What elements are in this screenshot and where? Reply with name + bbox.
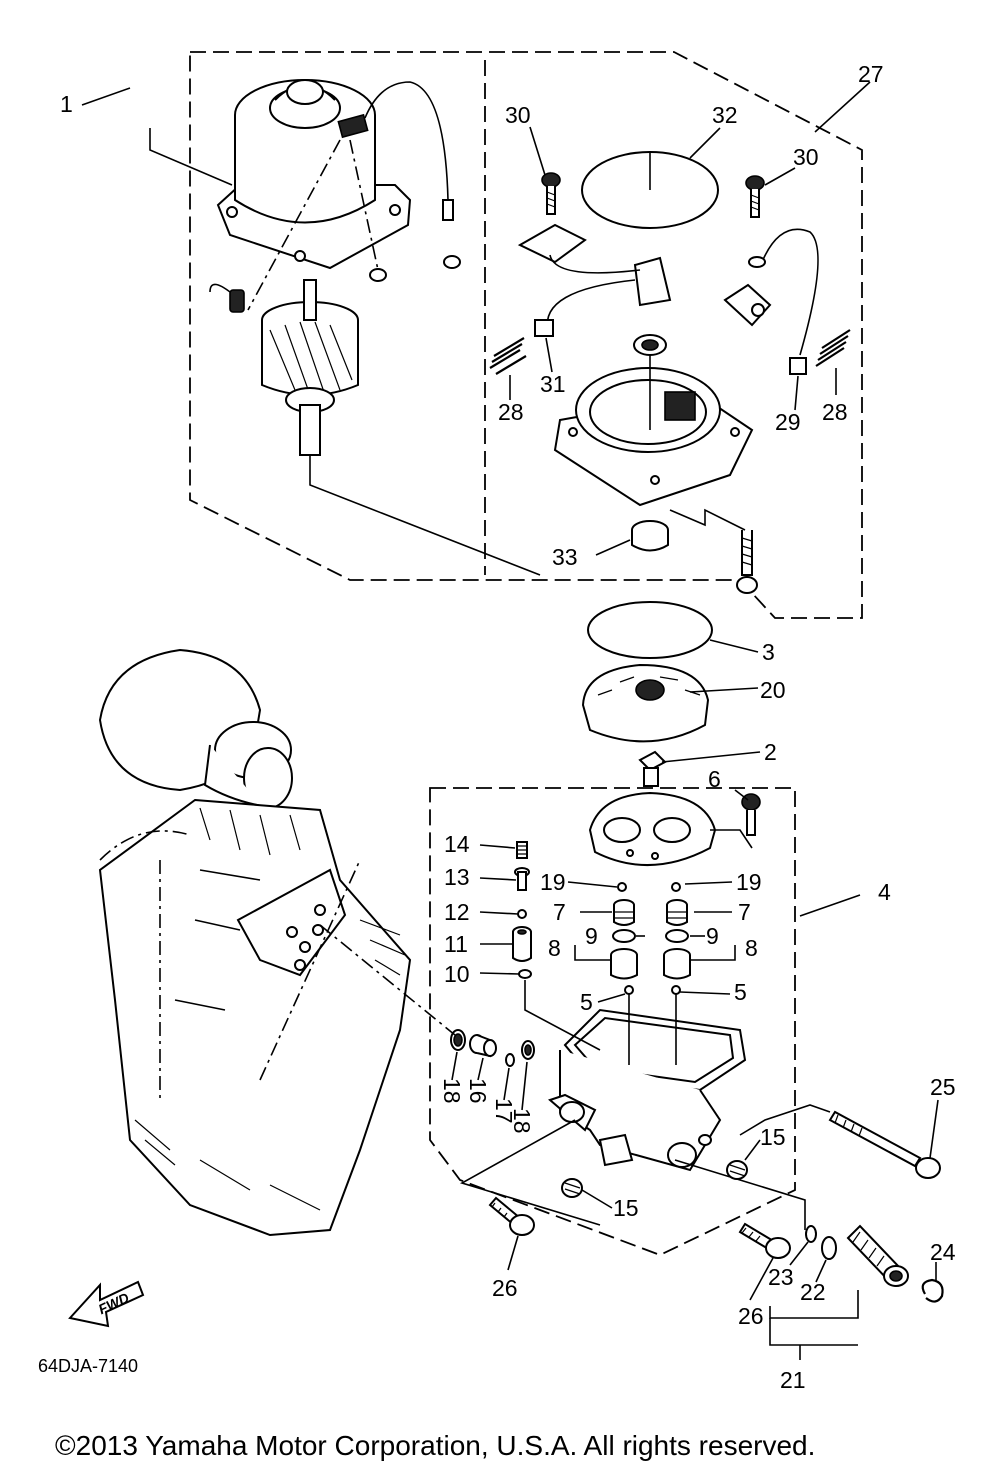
o-ring-22 (821, 1236, 837, 1260)
tilt-trim-unit (98, 648, 412, 1237)
pump-plate-20 (581, 663, 710, 743)
callout-26-right: 26 (738, 1303, 764, 1329)
callout-29: 29 (775, 409, 801, 435)
fwd-arrow-icon: FWD (68, 1280, 145, 1328)
callout-8-left: 8 (548, 935, 561, 961)
circlip-24 (921, 1278, 944, 1303)
end-cover (553, 334, 754, 507)
wire-terminal (442, 199, 454, 221)
callout-6: 6 (708, 766, 721, 792)
ball-19-left (617, 882, 627, 892)
callout-3: 3 (762, 639, 775, 665)
valve-body-8-right (663, 948, 691, 980)
valve-body-8-left (610, 948, 638, 980)
callout-22: 22 (800, 1279, 826, 1305)
ball-5-left (624, 985, 634, 995)
callout-11: 11 (444, 931, 468, 957)
callout-16: 16 (465, 1078, 491, 1104)
callout-8-right: 8 (745, 935, 758, 961)
callout-19-right: 19 (736, 869, 762, 895)
callout-10: 10 (444, 961, 470, 987)
callout-21: 21 (780, 1367, 806, 1393)
callout-1: 1 (60, 91, 73, 117)
callout-15-right: 15 (760, 1124, 786, 1150)
callout-19-left: 19 (540, 869, 566, 895)
callout-24: 24 (930, 1239, 956, 1265)
motor-housing (216, 79, 412, 270)
bolt-26-right (738, 1222, 791, 1259)
bolt-26-left (488, 1196, 535, 1236)
ball-12 (517, 909, 527, 919)
callout-7-right: 7 (738, 899, 751, 925)
diagram-code: 64DJA-7140 (38, 1356, 138, 1376)
callout-33: 33 (552, 544, 578, 570)
callout-31: 31 (540, 371, 566, 397)
plug-15-lower (561, 1178, 583, 1198)
callout-4: 4 (878, 879, 891, 905)
plug-15-right (726, 1160, 748, 1180)
bushing-33 (631, 520, 669, 552)
callout-18-right: 18 (509, 1108, 535, 1134)
bolt-long-upper (736, 530, 758, 594)
plug-14 (516, 841, 528, 859)
terminal-ring-2 (369, 268, 387, 282)
callout-15-lower: 15 (613, 1195, 639, 1221)
o-ring-9-left (612, 929, 636, 943)
bolt-25 (828, 1110, 941, 1179)
motor-assembly-boundary (189, 51, 863, 619)
ball-19-right (671, 882, 681, 892)
manual-valve-21 (846, 1224, 909, 1287)
manifold-assembly-boundary (429, 787, 796, 1256)
callout-27: 27 (858, 61, 884, 87)
callout-12: 12 (444, 899, 470, 925)
valve-seat-7-left (613, 899, 635, 926)
manifold-body (548, 994, 747, 1172)
callout-20: 20 (760, 677, 786, 703)
motor-lead-wire (364, 81, 449, 201)
o-ring-10 (518, 969, 532, 979)
callout-23: 23 (768, 1264, 794, 1290)
ball-5-right (671, 985, 681, 995)
callout-28-left: 28 (498, 399, 524, 425)
callout-5-left: 5 (580, 989, 593, 1015)
o-ring-17 (505, 1053, 515, 1067)
callout-30-left: 30 (505, 102, 531, 128)
callout-28-right: 28 (822, 399, 848, 425)
callout-5-right: 5 (734, 979, 747, 1005)
callout-30-right: 30 (793, 144, 819, 170)
o-ring-23 (805, 1225, 817, 1243)
valve-seat-7-right (666, 899, 688, 926)
callout-14: 14 (444, 831, 470, 857)
callout-17: 17 (491, 1098, 517, 1124)
plug-16 (469, 1034, 497, 1058)
armature (209, 279, 359, 456)
spring-28-right (815, 329, 851, 367)
screw-30-left (541, 172, 561, 215)
callout-7-left: 7 (553, 899, 566, 925)
bolt-6 (741, 793, 761, 836)
callout-18-left: 18 (439, 1078, 465, 1104)
callout-13: 13 (444, 864, 470, 890)
screw-30-right (745, 175, 765, 218)
terminal-ring (443, 255, 461, 269)
o-ring-3 (587, 601, 713, 659)
seal-18-right (521, 1040, 535, 1060)
spring-28-left (489, 337, 527, 375)
callout-25: 25 (930, 1074, 956, 1100)
copyright-notice: ©2013 Yamaha Motor Corporation, U.S.A. A… (55, 1430, 815, 1461)
piston-11 (512, 926, 532, 962)
callout-32: 32 (712, 102, 738, 128)
callout-2: 2 (764, 739, 777, 765)
callout-26-left: 26 (492, 1275, 518, 1301)
callout-9-right: 9 (706, 923, 719, 949)
callout-9-left: 9 (585, 923, 598, 949)
o-ring-9-right (665, 929, 689, 943)
pump-gear-housing (588, 791, 717, 866)
screw-13 (514, 867, 530, 891)
fwd-label: FWD (96, 1289, 132, 1317)
brush-holder-assembly (517, 151, 819, 375)
shaft-coupling-2 (638, 750, 667, 787)
